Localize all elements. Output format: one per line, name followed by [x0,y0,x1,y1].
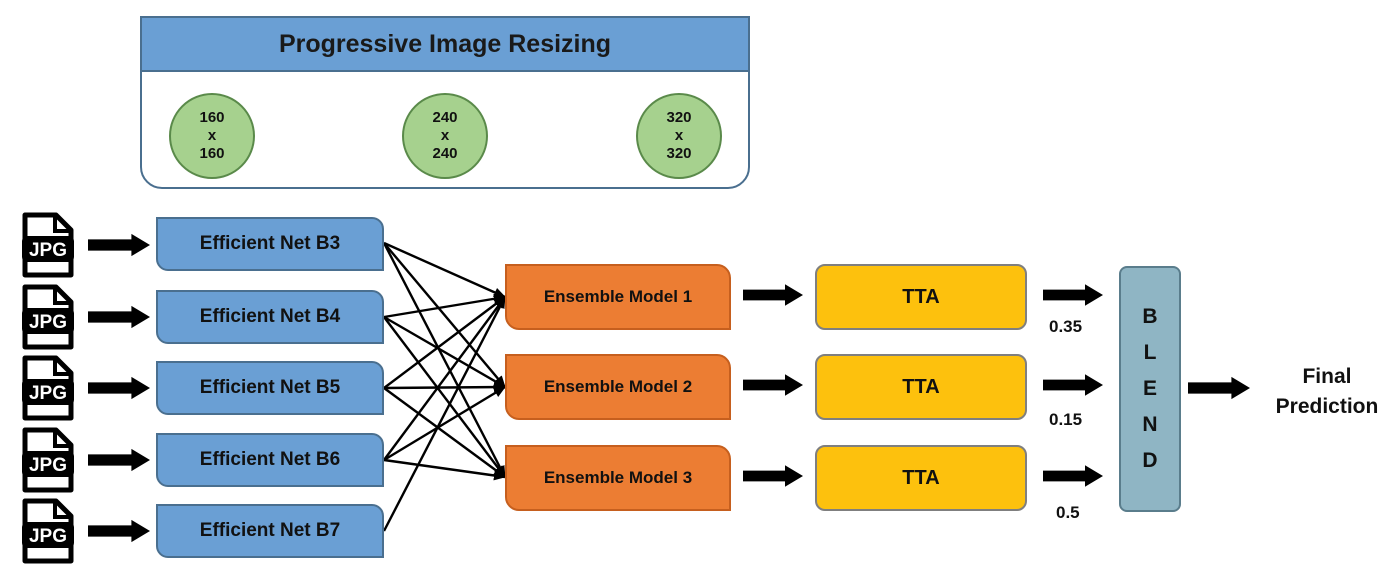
blend-letter: N [1142,413,1158,436]
jpg-label: JPG [29,383,67,404]
jpg-label: JPG [29,526,67,547]
backbone-to-ensemble-edge [383,316,506,478]
backbone-to-ensemble-edge [383,385,506,462]
backbone-to-ensemble-edge [383,458,506,481]
efficientnet-b3-node: Efficient Net B3 [156,217,384,271]
tta-blend-arrow-2 [1043,374,1103,396]
jpg-file-icon: JPG [22,355,74,421]
ensemble-model-1-node: Ensemble Model 1 [505,264,731,330]
input-arrow-1 [88,233,150,257]
jpg-label: JPG [29,240,67,261]
efficientnet-b7-node: Efficient Net B7 [156,504,384,558]
blend-weight-2: 0.15 [1049,410,1083,429]
jpg-file-icon: JPG [22,427,74,493]
ensemble-tta-arrow-3 [743,465,803,487]
blend-letter: B [1142,305,1158,328]
blend-weight-1: 0.35 [1049,317,1083,336]
backbone-to-ensemble-edge [382,242,507,478]
tta-node-2: TTA [815,354,1027,420]
efficientnet-b5-node: Efficient Net B5 [156,361,384,415]
size-240-circle: 240 x 240 [402,93,488,179]
tta-blend-arrow-1 [1043,284,1103,306]
input-arrow-2 [88,305,150,329]
ensemble-tta-arrow-2 [743,374,803,396]
efficientnet-b6-node: Efficient Net B6 [156,433,384,487]
tta-node-3: TTA [815,445,1027,511]
efficientnet-b4-node: Efficient Net B4 [156,290,384,344]
backbone-to-ensemble-edge [383,242,506,388]
backbone-to-ensemble-edge [383,296,506,389]
tta-blend-arrow-3 [1043,465,1103,487]
ensemble-model-3-node: Ensemble Model 3 [505,445,731,511]
ensemble-tta-arrow-1 [743,284,803,306]
backbone-to-ensemble-edge [383,387,506,478]
blend-letter: D [1142,449,1158,472]
backbone-to-ensemble-edge [383,241,506,299]
blend-letter: E [1142,377,1157,400]
tta-node-1: TTA [815,264,1027,330]
blend-weight-3: 0.5 [1056,503,1080,522]
blend-final-arrow [1188,376,1250,400]
backbone-to-ensemble-edge [383,293,506,319]
size-160-circle: 160 x 160 [169,93,255,179]
backbone-to-ensemble-edge [382,296,507,532]
panel-title: Progressive Image Resizing [142,18,748,72]
ensemble-model-2-node: Ensemble Model 2 [505,354,731,420]
input-arrow-5 [88,519,150,543]
final-prediction-label: Final Prediction [1275,365,1379,418]
input-arrow-4 [88,448,150,472]
jpg-file-icon: JPG [22,284,74,350]
jpg-label: JPG [29,455,67,476]
backbone-to-ensemble-edge [383,382,506,393]
backbone-to-ensemble-edge [383,296,506,461]
size-320-circle: 320 x 320 [636,93,722,179]
input-arrow-3 [88,376,150,400]
blend-node: B L E N D [1119,266,1181,512]
jpg-label: JPG [29,312,67,333]
blend-letter: L [1143,341,1157,364]
backbone-to-ensemble-edge [383,315,506,389]
jpg-file-icon: JPG [22,498,74,564]
jpg-file-icon: JPG [22,212,74,278]
